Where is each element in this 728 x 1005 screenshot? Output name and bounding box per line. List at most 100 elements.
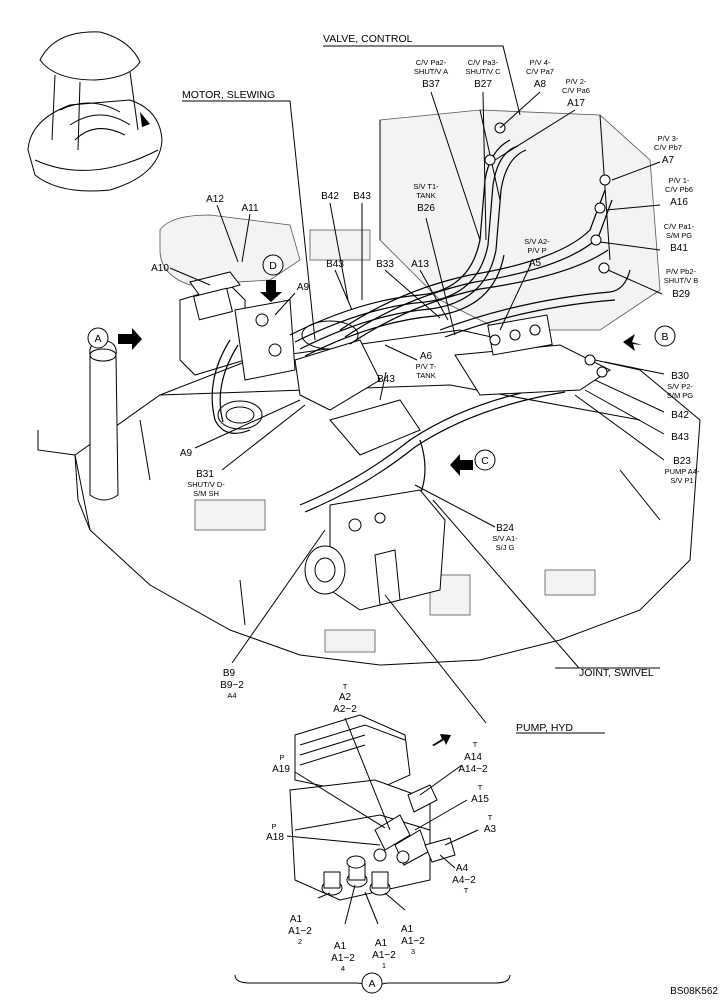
- b30-desc1: S/V P2-: [667, 382, 693, 391]
- a8-desc2: C/V Pa7: [526, 67, 554, 76]
- control-valve-block: [454, 122, 611, 396]
- inset-a19-code: A19: [272, 764, 290, 775]
- inset-a14-code2: A14−2: [458, 764, 488, 775]
- a8-desc1: P/V 4-: [530, 58, 551, 67]
- view-arrow-d: [260, 280, 282, 302]
- inset-direction-arrow: [432, 734, 451, 746]
- inset-a15-port: T: [478, 783, 483, 792]
- inset-labels: T A2 A2−2 P A19 T A1 4 A14−2 T A15 T A3 P…: [266, 682, 496, 973]
- b31-desc1: SHUT/V D-: [187, 480, 225, 489]
- inset-a2-code: A2: [339, 692, 352, 703]
- b37-code: B37: [422, 79, 440, 90]
- inset-a2-code2: A2−2: [333, 704, 357, 715]
- inset-a4-code: A4: [456, 863, 469, 874]
- b27-code: B27: [474, 79, 492, 90]
- inset-a1-4-code2: A1−2: [331, 953, 355, 964]
- label-a9-left: A9: [180, 448, 193, 459]
- view-arrow-b: [623, 334, 642, 351]
- view-letter-b: B: [661, 331, 668, 343]
- b26-desc2: TANK: [416, 191, 435, 200]
- label-b42-right: B42: [671, 410, 689, 421]
- label-a12: A12: [206, 194, 224, 205]
- b23-desc2: S/V P1: [670, 476, 693, 485]
- inset-a3-code: A3: [484, 824, 497, 835]
- inset-view-letter: A: [368, 978, 375, 990]
- label-b43-right: B43: [671, 432, 689, 443]
- label-b43-low: B43: [377, 374, 395, 385]
- a6-desc1: P/V T-: [416, 362, 437, 371]
- a16-desc2: C/V Pb6: [665, 185, 693, 194]
- inset-a1-3-code: A1: [401, 924, 414, 935]
- callouts-center: B42 B43 B43 B33 A13 A12 A11 A10 A9 A9 A6…: [151, 191, 518, 700]
- a5-desc1: S/V A2-: [524, 237, 550, 246]
- b27-desc2: SHUT/V C: [465, 67, 501, 76]
- label-b9: B9: [223, 668, 236, 679]
- view-circle-c: [474, 449, 496, 471]
- leader-lines: [169, 45, 665, 734]
- a5-code: A5: [529, 258, 542, 269]
- inset-a1-2-code2: A1−2: [288, 926, 312, 937]
- view-arrow-a: [118, 328, 142, 350]
- a7-desc1: P/V 3-: [658, 134, 679, 143]
- label-b9-port: A4: [227, 691, 236, 700]
- view-arrow-c: [450, 454, 473, 476]
- label-b9-2: B9−2: [220, 680, 244, 691]
- inset-a15-code: A15: [471, 794, 489, 805]
- label-b42-top: B42: [321, 191, 339, 202]
- inset-a1-2-port: 2: [298, 937, 302, 946]
- solenoid-valve-block: [179, 271, 296, 430]
- inset-a1-1-code: A1: [375, 938, 388, 949]
- a17-code: A17: [567, 98, 585, 109]
- b24-code: B24: [496, 523, 514, 534]
- a6-code: A6: [420, 351, 433, 362]
- b29-code: B29: [672, 289, 690, 300]
- inset-a1-1-code2: A1−2: [372, 950, 396, 961]
- b23-desc1: PUMP A4-: [665, 467, 700, 476]
- inset-a3-port: T: [488, 813, 493, 822]
- view-circle-a: [87, 327, 109, 349]
- callouts-top: C/V Pa2- SHUT/V A B37 C/V Pa3- SHUT/V C …: [414, 58, 590, 109]
- view-arrows: [118, 280, 642, 476]
- inset-a2-port: T: [343, 682, 348, 691]
- inset-a1-2-code: A1: [290, 914, 303, 925]
- b26-desc1: S/V T1-: [413, 182, 439, 191]
- inset-a4-port: T: [464, 886, 469, 895]
- b37-desc2: SHUT/V A: [414, 67, 448, 76]
- header-motor-slewing: MOTOR, SLEWING: [182, 89, 275, 101]
- inset-a1-4-code: A1: [334, 941, 347, 952]
- inset-a1-4-port: 4: [341, 964, 345, 973]
- b27-desc1: C/V Pa3-: [468, 58, 499, 67]
- a5-desc2: P/V P: [527, 246, 546, 255]
- view-letter-d: D: [269, 260, 277, 272]
- b29-desc2: SHUT/V B: [664, 276, 699, 285]
- b24-desc2: S/J G: [496, 543, 515, 552]
- view-letter-a: A: [94, 333, 101, 345]
- inset-a18-code: A18: [266, 832, 284, 843]
- b29-desc1: P/V Pb2-: [666, 267, 697, 276]
- b31-desc2: S/M SH: [193, 489, 219, 498]
- inset-a19-port: P: [279, 753, 284, 762]
- a7-code: A7: [662, 155, 675, 166]
- a6-desc2: TANK: [416, 371, 435, 380]
- view-circle-a-inset: [361, 972, 383, 994]
- hydraulic-pump: [304, 489, 446, 611]
- view-circle-b: [654, 325, 676, 347]
- b23-code: B23: [673, 456, 691, 467]
- a17-desc2: C/V Pa6: [562, 86, 590, 95]
- callouts-right: P/V 3- C/V Pb7 A7 P/V 1- C/V Pb6 A16 C/V…: [413, 134, 698, 300]
- figure-id: BS08K562: [670, 986, 718, 997]
- b41-desc2: S/M PG: [666, 231, 692, 240]
- a17-desc1: P/V 2-: [566, 77, 587, 86]
- callouts-right-lower: B30 S/V P2- S/M PG B42 B43 B23 PUMP A4- …: [665, 371, 700, 485]
- header-joint-swivel: JOINT, SWIVEL: [579, 667, 654, 679]
- label-a11: A11: [241, 203, 258, 214]
- label-a13: A13: [411, 259, 429, 270]
- view-letter-c: C: [481, 455, 489, 467]
- label-b43-mid: B43: [326, 259, 344, 270]
- label-b33: B33: [376, 259, 394, 270]
- view-circle-d: [262, 254, 284, 276]
- inset-view-a: [234, 714, 511, 991]
- inset-a18-port: P: [271, 822, 276, 831]
- b30-code: B30: [671, 371, 689, 382]
